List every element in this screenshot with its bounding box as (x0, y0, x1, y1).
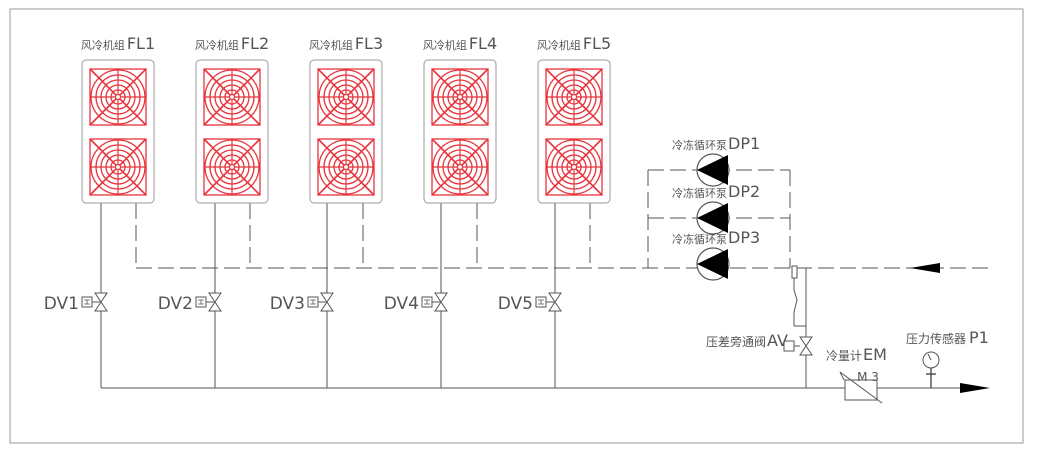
actuator-icon (195, 296, 214, 308)
fan-icon (89, 138, 147, 196)
valve-label: DV4 (384, 294, 419, 314)
chiller-cabinet (195, 59, 269, 204)
gate-valve-icon (799, 336, 813, 356)
meter-label: 冷量计EM (826, 345, 887, 364)
isolation-valve: DV3 (270, 292, 334, 314)
fan-icon (317, 138, 375, 196)
pump-icon (696, 247, 730, 281)
pipe-network (100, 169, 990, 389)
bypass-valve: 压差旁通阀AV (706, 265, 813, 356)
drawing-frame (9, 8, 1024, 444)
pump-icon (696, 153, 730, 187)
fan-icon (89, 68, 147, 126)
pump-label: 冷冻循环泵DP2 (672, 182, 760, 201)
valve-label: DV1 (44, 294, 79, 314)
actuator-icon (535, 296, 554, 308)
gate-valve-icon (548, 292, 562, 312)
pump-unit: 冷冻循环泵DP1 (672, 134, 760, 187)
fan-icon (203, 138, 261, 196)
fan-icon (545, 138, 603, 196)
actuator-icon (307, 296, 326, 308)
fan-icon (431, 68, 489, 126)
flow-arrow-icon (960, 383, 990, 393)
pump-icon (696, 201, 730, 235)
pump-group: 冷冻循环泵DP1 冷冻循环泵DP2 冷冻循环泵DP3 (672, 134, 760, 281)
sensor-line (793, 278, 798, 326)
fan-icon (545, 68, 603, 126)
chiller-cabinet (423, 59, 497, 204)
flow-meter-icon (839, 371, 883, 404)
pump-label: 冷冻循环泵DP1 (672, 134, 760, 153)
isolation-valve: DV1 (44, 292, 108, 314)
fan-icon (203, 68, 261, 126)
gate-valve-icon (434, 292, 448, 312)
isolation-valve: DV4 (384, 292, 448, 314)
energy-meter: 冷量计EM M 3 (826, 345, 887, 404)
actuator-icon (421, 296, 440, 308)
valve-group: DV1 DV2 DV3 DV4 DV5 (44, 292, 562, 314)
isolation-valve: DV5 (498, 292, 562, 314)
flow-arrow-icon (910, 263, 940, 273)
valve-label: DV3 (270, 294, 305, 314)
bypass-label: 压差旁通阀AV (706, 331, 788, 350)
gate-valve-icon (208, 292, 222, 312)
differential-sensor (791, 265, 798, 279)
pump-label: 冷冻循环泵DP3 (672, 228, 760, 247)
pump-unit: 冷冻循环泵DP2 (672, 182, 760, 235)
gate-valve-icon (94, 292, 108, 312)
valve-label: DV5 (498, 294, 533, 314)
chiller-cabinet (81, 59, 155, 204)
chiller-cabinet (537, 59, 611, 204)
valve-label: DV2 (158, 294, 193, 314)
meter-symbol: M 3 (857, 370, 879, 384)
fan-icon (431, 138, 489, 196)
actuator-icon (81, 296, 100, 308)
isolation-valve: DV2 (158, 292, 222, 314)
pump-unit: 冷冻循环泵DP3 (672, 228, 760, 281)
pressure-gauge-icon (922, 351, 940, 388)
chiller-cabinet (309, 59, 383, 204)
gate-valve-icon (320, 292, 334, 312)
fan-icon (317, 68, 375, 126)
